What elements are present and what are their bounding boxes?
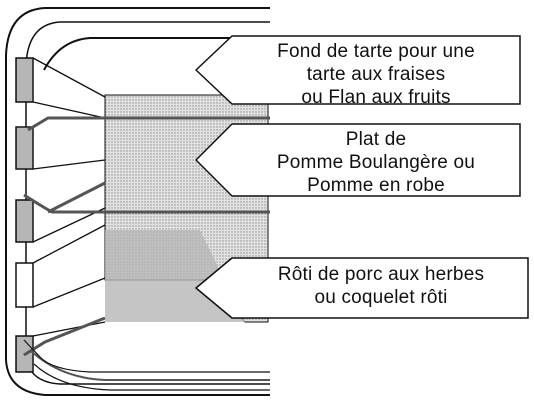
rack-middle xyxy=(23,193,270,214)
callout-boxes xyxy=(232,35,529,319)
callout-middle-line-3: Pomme en robe xyxy=(307,175,445,196)
rack-floor xyxy=(29,349,270,381)
callout-top-line-2: tarte aux fraises xyxy=(306,64,446,85)
perspective-lines xyxy=(32,57,106,337)
rack-top xyxy=(27,116,270,132)
pointer-top xyxy=(195,35,233,105)
shelf-support-1 xyxy=(15,57,34,103)
callout-top-line-3: ou Flan aux fruits xyxy=(301,87,451,108)
oven-floor-lines xyxy=(23,339,270,391)
callout-top-text: Fond de tarte pour une tarte aux fraises… xyxy=(236,40,516,109)
shelf-support-2 xyxy=(15,126,34,170)
callout-top-line-1: Fond de tarte pour une xyxy=(277,41,475,62)
callout-box-top xyxy=(232,35,521,105)
callout-middle-text: Plat de Pomme Boulangère ou Pomme en rob… xyxy=(236,128,516,197)
rack-bottom xyxy=(23,316,106,357)
shelf-supports xyxy=(15,57,34,373)
rack-middle-link xyxy=(47,181,106,214)
shelf-racks xyxy=(23,116,270,381)
callout-box-middle xyxy=(232,123,521,197)
callout-bottom-line-2: ou coquelet rôti xyxy=(314,287,448,308)
callout-bottom-line-1: Rôti de porc aux herbes xyxy=(277,264,485,285)
callout-middle-line-2: Pomme Boulangère ou xyxy=(276,152,476,173)
callout-bottom-text: Rôti de porc aux herbes ou coquelet rôti xyxy=(236,263,526,309)
shelf-support-3 xyxy=(15,199,34,243)
callout-middle-line-1: Plat de xyxy=(345,129,407,150)
callout-pointers xyxy=(195,35,233,319)
callout-box-bottom xyxy=(232,257,529,319)
shelf-support-4 xyxy=(15,262,34,308)
callout-joins xyxy=(231,37,234,317)
